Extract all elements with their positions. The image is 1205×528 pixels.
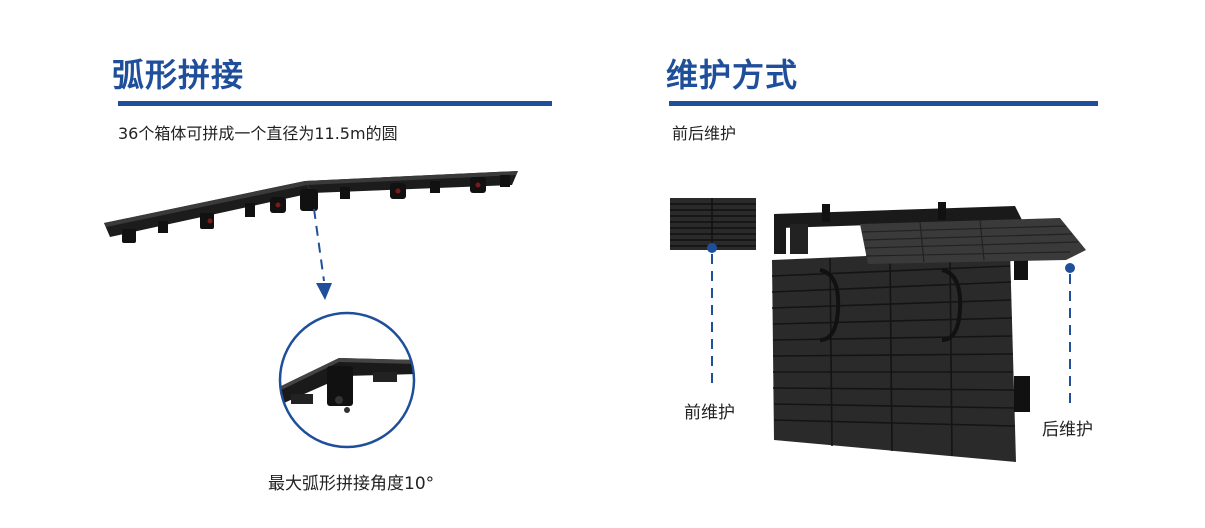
front-module-illustration xyxy=(670,198,756,250)
arc-panel-illustration xyxy=(104,171,518,243)
arc-splicing-subtitle: 36个箱体可拼成一个直径为11.5m的圆 xyxy=(118,124,398,143)
max-arc-angle-caption: 最大弧形拼接角度10° xyxy=(268,474,435,494)
cabinet-illustration xyxy=(771,202,1086,462)
detail-pointer-arrow xyxy=(313,208,332,300)
front-maintenance-label: 前维护 xyxy=(684,403,735,423)
front-maintenance-pointer xyxy=(707,243,717,388)
joint-detail-circle xyxy=(278,311,416,449)
arc-splicing-title-bar xyxy=(118,101,552,106)
rear-maintenance-pointer xyxy=(1065,263,1075,408)
arc-splicing-title: 弧形拼接 xyxy=(112,56,245,94)
maintenance-title: 维护方式 xyxy=(666,56,799,94)
rear-maintenance-label: 后维护 xyxy=(1042,420,1093,440)
maintenance-title-bar xyxy=(669,101,1098,106)
maintenance-subtitle: 前后维护 xyxy=(672,124,737,143)
